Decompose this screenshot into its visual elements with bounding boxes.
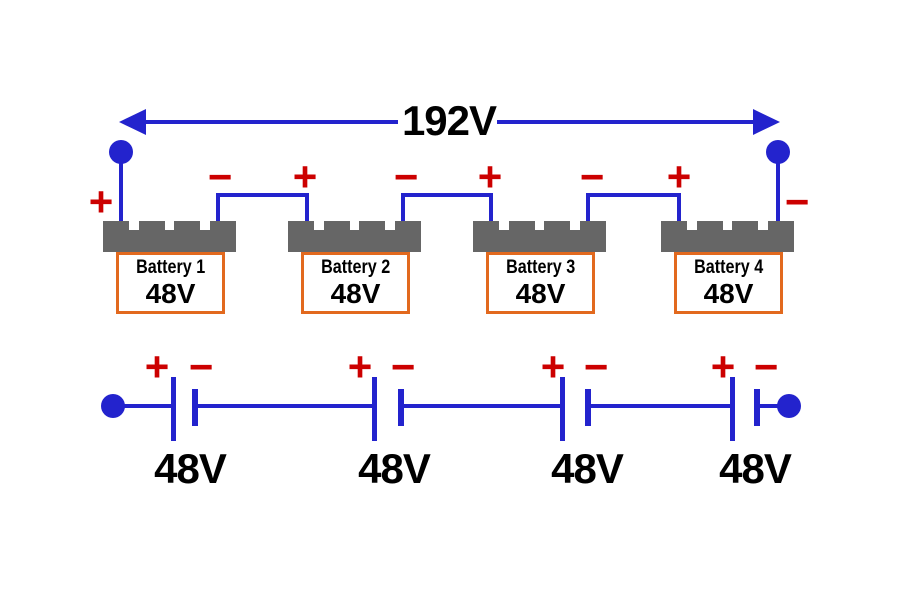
battery-symbol-negative-plate: [398, 389, 404, 426]
polarity-minus: −: [583, 343, 609, 390]
battery-name-label: Battery 4: [693, 257, 764, 278]
battery-terminal-bump: [732, 221, 758, 231]
polarity-minus: −: [393, 153, 419, 200]
battery-terminal-bump: [324, 221, 350, 231]
schematic-wire-segment: [113, 404, 174, 408]
battery-terminal-bump: [395, 221, 421, 231]
battery-cap: [288, 230, 421, 252]
battery-name-label: Battery 2: [320, 257, 391, 278]
battery-symbol-negative-plate: [754, 389, 760, 426]
battery-cap: [103, 230, 236, 252]
battery-terminal-bump: [697, 221, 723, 231]
positive-terminal-node: [109, 140, 133, 164]
polarity-minus: −: [390, 343, 416, 390]
battery-terminal-bump: [174, 221, 200, 231]
polarity-plus: +: [292, 153, 318, 200]
polarity-minus: −: [207, 153, 233, 200]
battery-voltage-label: 48V: [703, 278, 754, 309]
battery-symbol-positive-plate: [560, 377, 565, 441]
polarity-minus: −: [579, 153, 605, 200]
battery-symbol-positive-plate: [171, 377, 176, 441]
polarity-plus: +: [88, 178, 114, 225]
schematic-wire-segment: [758, 404, 789, 408]
battery-voltage-label: 48V: [515, 278, 566, 309]
schematic-wire-segment: [590, 404, 732, 408]
polarity-minus: −: [753, 343, 779, 390]
battery-terminal-bump: [210, 221, 236, 231]
series-jumper-wire-1-2: [216, 193, 309, 225]
battery-terminal-bump: [544, 221, 570, 231]
arrowhead-left-icon: [119, 109, 146, 135]
schematic-voltage-label: 48V: [719, 445, 792, 492]
battery-symbol-negative-plate: [192, 389, 198, 426]
battery-symbol-positive-plate: [730, 377, 735, 441]
battery-4: Battery 4 48V: [661, 221, 794, 314]
battery-terminal-bump: [509, 221, 535, 231]
battery-terminal-bump: [288, 221, 314, 231]
battery-cap: [661, 230, 794, 252]
terminal-lead-right: [776, 162, 780, 224]
total-voltage-label: 192V: [401, 97, 497, 144]
battery-body: Battery 2 48V: [301, 252, 410, 314]
battery-terminal-bump: [139, 221, 165, 231]
polarity-plus: +: [666, 153, 692, 200]
battery-name-label: Battery 1: [135, 257, 206, 278]
battery-1: Battery 1 48V: [103, 221, 236, 314]
polarity-plus: +: [710, 343, 736, 390]
battery-3: Battery 3 48V: [473, 221, 606, 314]
battery-voltage-label: 48V: [145, 278, 196, 309]
voltage-arrow-line-left: [132, 120, 398, 124]
schematic-wire-segment: [402, 404, 562, 408]
voltage-arrow-line-right: [497, 120, 765, 124]
negative-terminal-node: [766, 140, 790, 164]
schematic-voltage-label: 48V: [154, 445, 227, 492]
polarity-plus: +: [540, 343, 566, 390]
terminal-lead-left: [119, 162, 123, 224]
polarity-minus: −: [188, 343, 214, 390]
battery-symbol-positive-plate: [372, 377, 377, 441]
series-jumper-wire-3-4: [586, 193, 681, 225]
arrowhead-right-icon: [753, 109, 780, 135]
polarity-plus: +: [144, 343, 170, 390]
polarity-plus: +: [347, 343, 373, 390]
battery-body: Battery 4 48V: [674, 252, 783, 314]
schematic-voltage-label: 48V: [551, 445, 624, 492]
battery-voltage-label: 48V: [330, 278, 381, 309]
battery-body: Battery 1 48V: [116, 252, 225, 314]
battery-cap: [473, 230, 606, 252]
battery-terminal-bump: [580, 221, 606, 231]
battery-terminal-bump: [473, 221, 499, 231]
polarity-minus: −: [784, 178, 810, 225]
series-jumper-wire-2-3: [401, 193, 493, 225]
battery-terminal-bump: [661, 221, 687, 231]
polarity-plus: +: [477, 153, 503, 200]
battery-body: Battery 3 48V: [486, 252, 595, 314]
battery-terminal-bump: [103, 221, 129, 231]
battery-name-label: Battery 3: [505, 257, 576, 278]
schematic-voltage-label: 48V: [358, 445, 431, 492]
battery-terminal-bump: [359, 221, 385, 231]
battery-symbol-negative-plate: [585, 389, 591, 426]
battery-2: Battery 2 48V: [288, 221, 421, 314]
battery-terminal-bump: [768, 221, 794, 231]
schematic-wire-segment: [197, 404, 374, 408]
